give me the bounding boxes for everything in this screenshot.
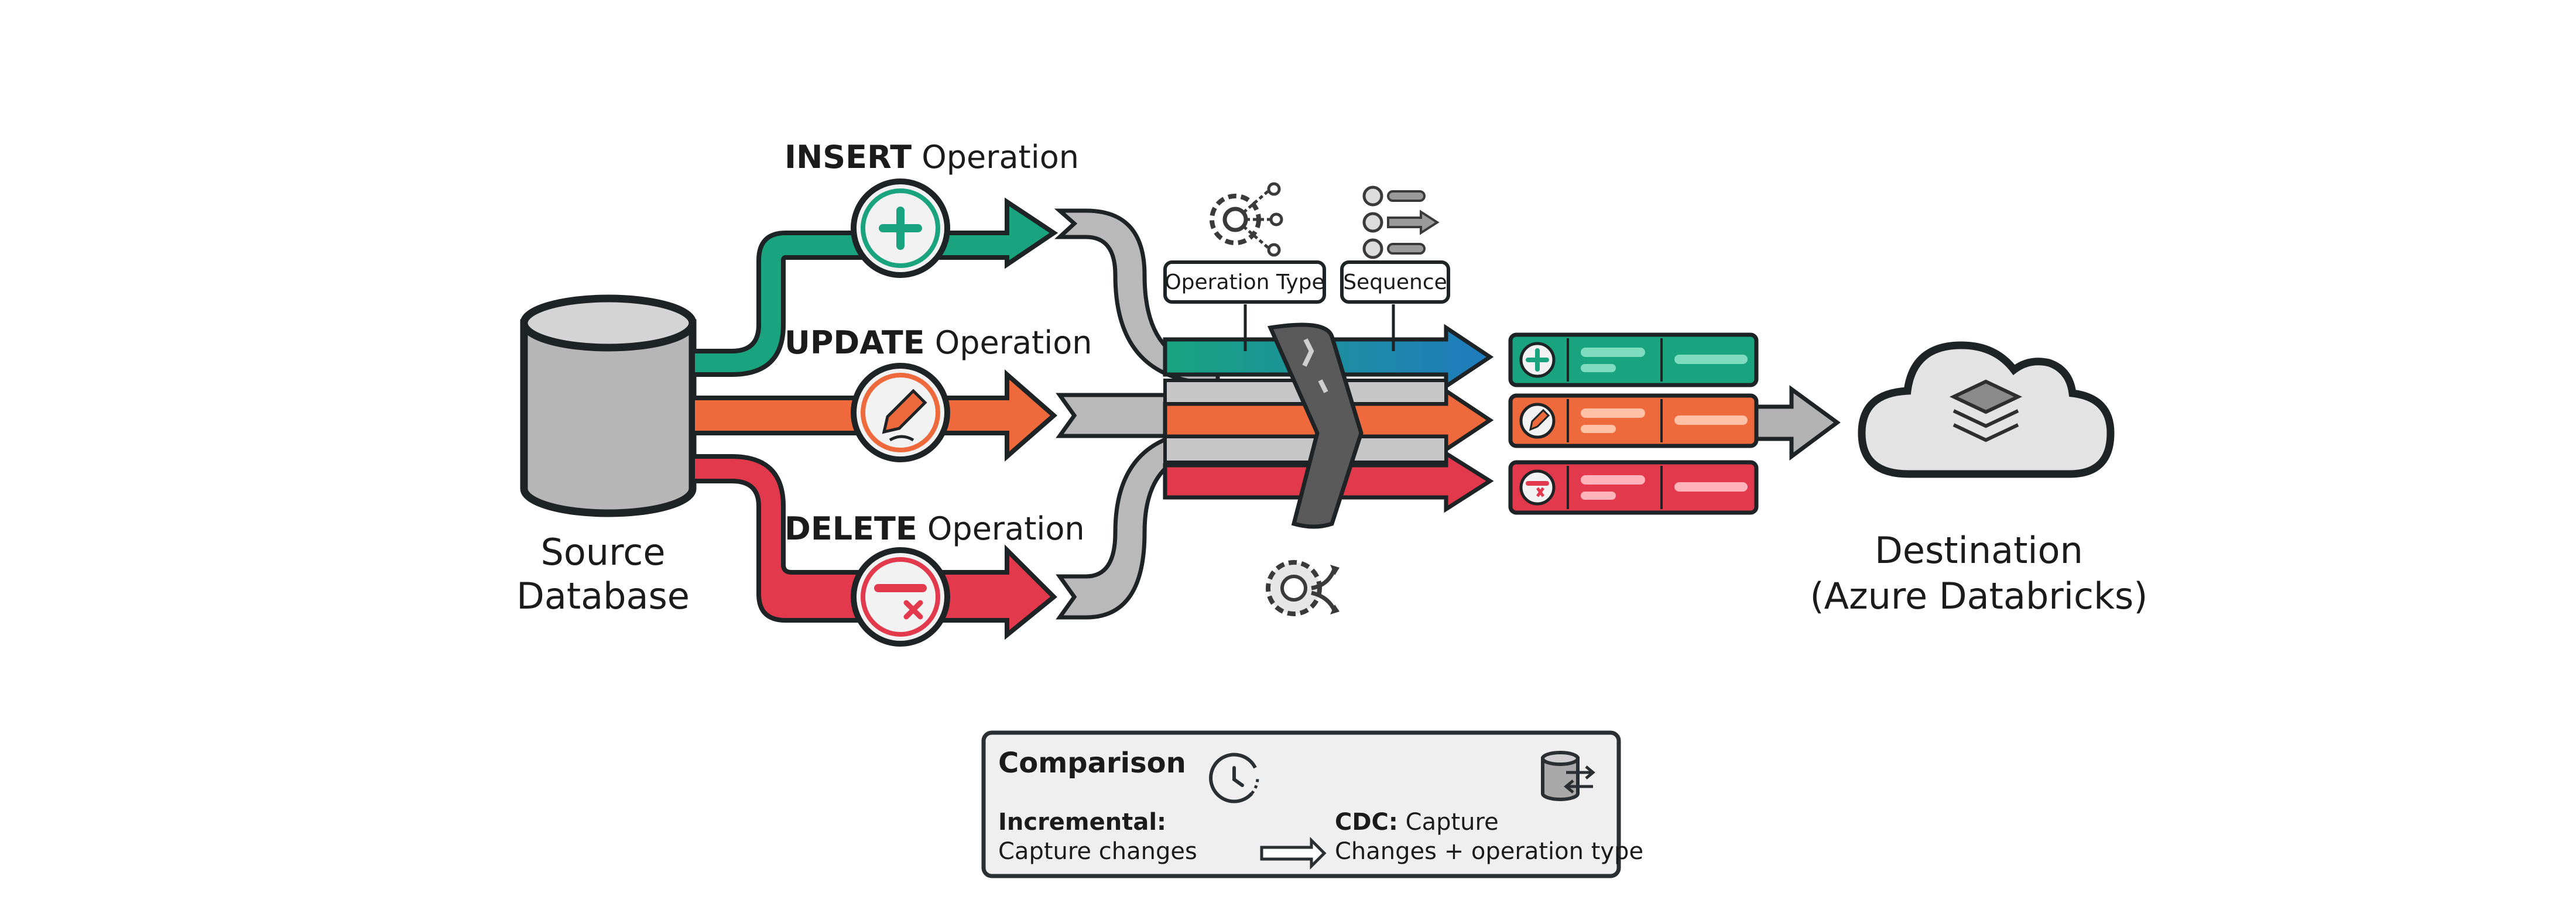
gear-branch-icon: [1266, 560, 1340, 616]
operation-type-tag: Operation Type: [1163, 260, 1326, 304]
cdc-text-2: Changes + operation type: [1335, 838, 1643, 865]
insert-op-icon: [851, 178, 950, 278]
cdc-label: CDC:: [1335, 809, 1398, 836]
record-delete: [1508, 460, 1759, 515]
update-op-icon: [851, 363, 950, 462]
metadata-band: [1267, 322, 1364, 529]
comparison-panel: Comparison Incremental: Capture changes …: [981, 730, 1643, 878]
layers-icon: [1949, 379, 2023, 442]
source-label-line2: Database: [516, 575, 690, 617]
clock-icon: [1209, 753, 1259, 803]
destination-label-line1: Destination: [1875, 529, 2083, 572]
record-insert: [1508, 332, 1759, 387]
insert-keyword: INSERT: [785, 139, 912, 176]
delete-suffix: Operation: [927, 510, 1085, 547]
source-database-icon: [520, 294, 697, 517]
operation-type-text: Operation Type: [1164, 270, 1324, 294]
delete-op-icon: [851, 547, 950, 647]
delete-op-label: DELETE Operation: [785, 510, 1085, 547]
destination-label-line2: (Azure Databricks): [1810, 575, 2147, 617]
sequence-text: Sequence: [1343, 270, 1447, 294]
sequence-tag: Sequence: [1340, 260, 1450, 304]
delete-flow-arrow: [690, 454, 1057, 640]
sequence-list-icon: [1362, 186, 1440, 259]
insert-flow-arrow: [690, 197, 1059, 377]
insert-suffix: Operation: [922, 139, 1079, 176]
gear-network-icon: [1210, 182, 1283, 257]
delete-keyword: DELETE: [785, 510, 917, 547]
database-sync-icon: [1541, 751, 1595, 801]
incremental-text: Capture changes: [998, 838, 1197, 865]
merged-gray-band-lower: [1163, 435, 1448, 464]
comparison-arrow-icon: [1260, 836, 1327, 870]
source-label-line1: Source: [541, 531, 666, 573]
comparison-title: Comparison: [998, 747, 1186, 779]
incremental-label: Incremental:: [998, 809, 1166, 836]
destination-cloud-icon: [1858, 341, 2115, 478]
to-destination-arrow: [1754, 385, 1841, 461]
insert-op-label: INSERT Operation: [785, 139, 1079, 176]
cdc-text-1: Capture: [1406, 809, 1499, 836]
update-suffix: Operation: [935, 324, 1092, 361]
update-op-label: UPDATE Operation: [785, 324, 1092, 361]
cdc-line-1: CDC: Capture: [1335, 809, 1499, 836]
update-keyword: UPDATE: [785, 324, 925, 361]
record-update: [1508, 393, 1759, 448]
